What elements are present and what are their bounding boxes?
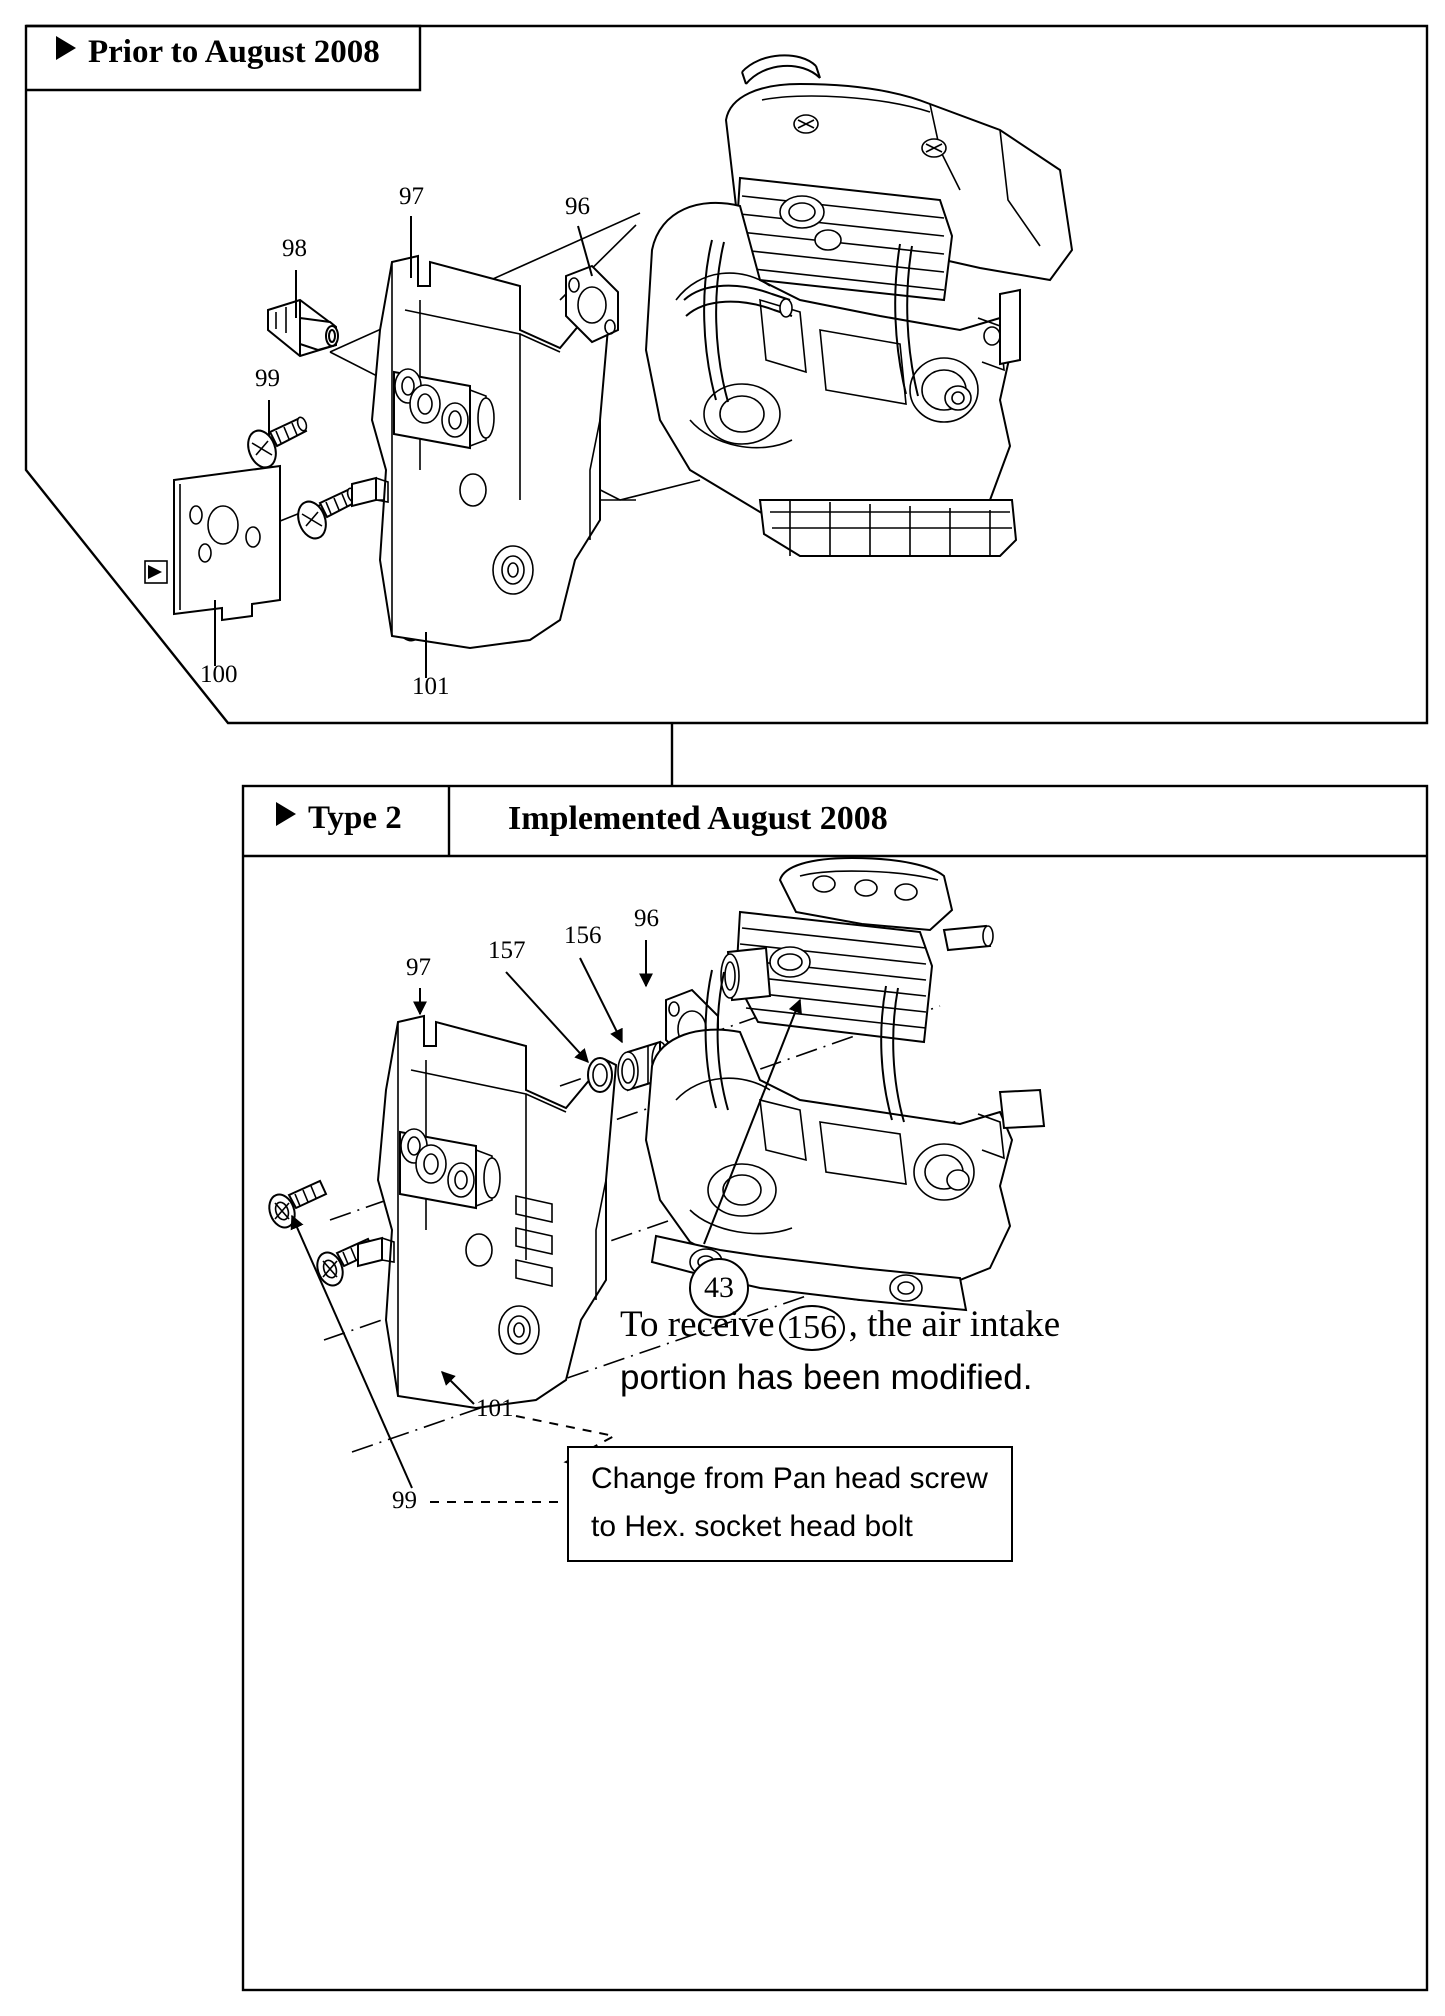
panel-prior-header: Prior to August 2008 [56,34,380,71]
callout-99: 99 [255,365,280,392]
triangle-right-icon-2 [276,802,296,826]
callout-type2-156: 156 [564,922,602,949]
part-101-pan-screw-mid [297,487,358,540]
note-line-1-post: , the air intake [848,1304,1061,1345]
panel-type2-title: Implemented August 2008 [508,800,888,837]
callout-type2-99: 99 [392,1487,417,1514]
engine-assembly-prior [644,54,1074,557]
part-157-o-ring [587,1057,613,1093]
panel1-leaders [214,216,593,678]
change-note-line-1: Change from Pan head screw [591,1462,988,1495]
panel-type2-header-type: Type 2 [276,800,402,837]
part-97-muffler-cover [351,254,612,650]
panel-type2-type-label: Type 2 [308,800,402,836]
part-97-muffler-cover-type2 [357,1014,618,1410]
part-96-intake-gasket [565,264,619,344]
change-note-line-2: to Hex. socket head bolt [591,1510,913,1543]
part-99-pan-screw [247,416,308,469]
panel2-leaders [290,940,802,1503]
part-100-gasket-plate [173,464,281,622]
part-98-collar [267,298,339,358]
panel-prior-frame [24,24,1429,725]
marker-triangle-icon [144,560,168,584]
callout-101: 101 [412,673,450,700]
callout-96: 96 [565,193,590,220]
callout-type2-101: 101 [476,1395,514,1422]
callout-97: 97 [399,183,424,210]
triangle-right-icon [56,36,76,60]
part-99-hex-bolt-upper [268,1179,328,1229]
note-line-1-pre: To receive [620,1304,775,1345]
callout-type2-97: 97 [406,954,431,981]
panel-type2-frame [241,784,1429,1992]
panel-prior-title: Prior to August 2008 [88,34,380,70]
engine-assembly-type2 [644,856,1046,1312]
circled-ref-43: 43 [689,1258,749,1318]
note-inline-circled-156: 156 [778,1304,845,1351]
change-note-box: Change from Pan head screw to Hex. socke… [567,1446,1013,1562]
callout-100: 100 [200,661,238,688]
callout-98: 98 [282,235,307,262]
callout-type2-157: 157 [488,937,526,964]
callout-type2-96: 96 [634,905,659,932]
part-hex-bolt-mid [316,1237,376,1287]
note-line-2: portion has been modified. [620,1358,1033,1397]
